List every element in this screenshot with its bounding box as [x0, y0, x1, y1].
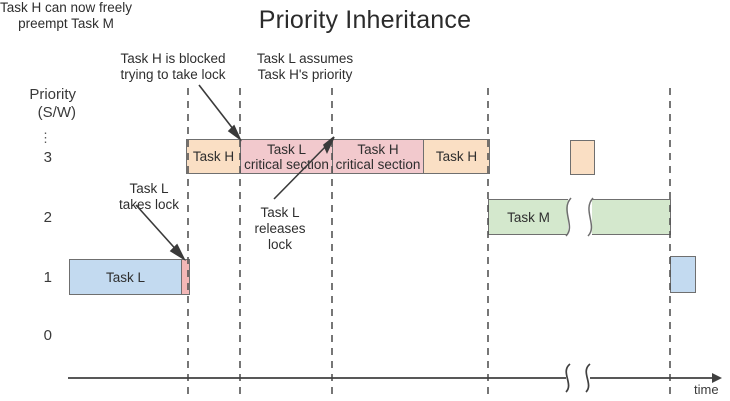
- arrow-task-l-takes: [135, 204, 186, 262]
- annotation-task-l-assumes: Task L assumes Task H's priority: [256, 51, 354, 82]
- y-tick-2: 2: [43, 209, 52, 226]
- annotation-task-h-preempt: Task H can now freely preempt Task M: [0, 0, 133, 31]
- annotation-task-h-blocked: Task H is blocked trying to take lock: [120, 51, 226, 82]
- time-axis: [68, 363, 722, 393]
- axis-break-left: [565, 363, 571, 393]
- bar-task-m-left[interactable]: Task M: [488, 199, 568, 235]
- task-m-break: [565, 197, 594, 237]
- page-title: Priority Inheritance: [258, 6, 472, 34]
- y-tick-0: 0: [43, 327, 52, 344]
- axis-break-right: [585, 363, 591, 393]
- y-axis-ellipsis: ⋮: [39, 130, 52, 145]
- bar-task-h-3[interactable]: [570, 140, 595, 175]
- y-axis-label-line2: (S/W): [37, 104, 76, 121]
- bar-task-l-resume[interactable]: [670, 256, 696, 293]
- bar-task-h-critical[interactable]: Task H critical section: [332, 139, 424, 174]
- y-tick-3: 3: [43, 149, 52, 166]
- bar-task-h-1[interactable]: Task H: [186, 139, 241, 174]
- annotation-task-l-takes: Task L takes lock: [118, 181, 180, 212]
- bar-task-l-critical[interactable]: Task L critical section: [240, 139, 333, 174]
- arrow-task-h-blocked: [198, 84, 243, 142]
- y-tick-1: 1: [43, 269, 52, 286]
- bar-task-h-2[interactable]: Task H: [423, 139, 490, 174]
- bar-task-l-lock[interactable]: [181, 259, 190, 295]
- y-axis-label-line1: Priority: [29, 86, 76, 103]
- bar-task-m-right[interactable]: [592, 199, 671, 235]
- x-axis-label: time: [694, 382, 719, 397]
- bar-task-l-run[interactable]: Task L: [69, 259, 182, 295]
- annotation-task-l-releases: Task L releases lock: [254, 205, 306, 252]
